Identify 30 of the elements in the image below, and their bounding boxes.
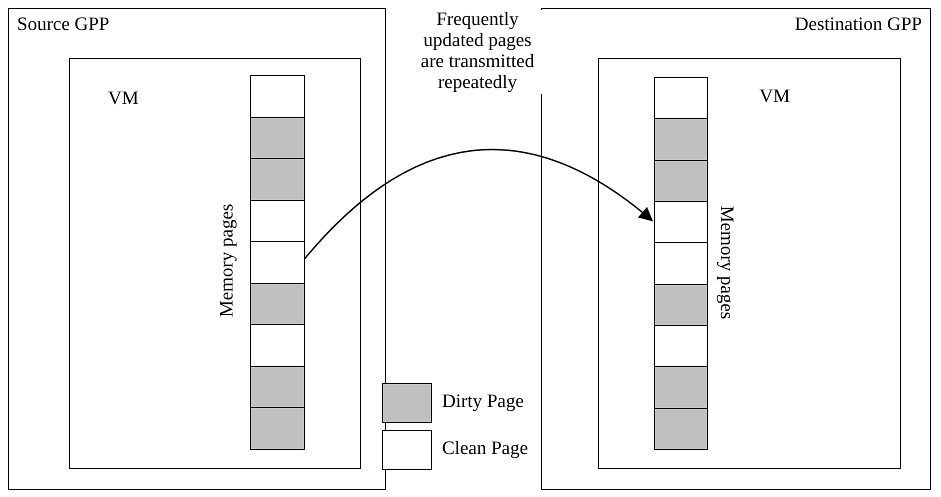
legend-label: Dirty Page [442,392,524,413]
vertical-label: Memory pages [716,205,736,319]
page-cell [250,324,305,368]
page-cell [250,407,305,450]
page-cell [250,366,305,409]
host-box [541,8,931,490]
page-cell [654,118,708,162]
vm-box [598,58,901,469]
vm-box [69,58,361,469]
page-cell [654,160,708,202]
page-cell [250,282,305,326]
page-cell [250,200,305,243]
page-cell [654,284,708,326]
page-cell [250,158,305,202]
page-cell [654,201,708,244]
page-cell [250,241,305,284]
page-cell [250,75,305,118]
page-cell [654,408,708,450]
page-cell [654,77,708,120]
vm-label: VM [759,87,790,108]
legend-label: Clean Page [442,439,528,460]
page-cell [654,325,708,368]
page-cell [250,116,305,160]
vertical-label: Memory pages [218,203,238,317]
host-box [8,8,386,490]
page-cell [654,366,708,410]
host-label: Destination GPP [794,15,922,36]
page-cell [654,242,708,286]
vm-label: VM [108,89,139,110]
host-label: Source GPP [17,15,110,36]
